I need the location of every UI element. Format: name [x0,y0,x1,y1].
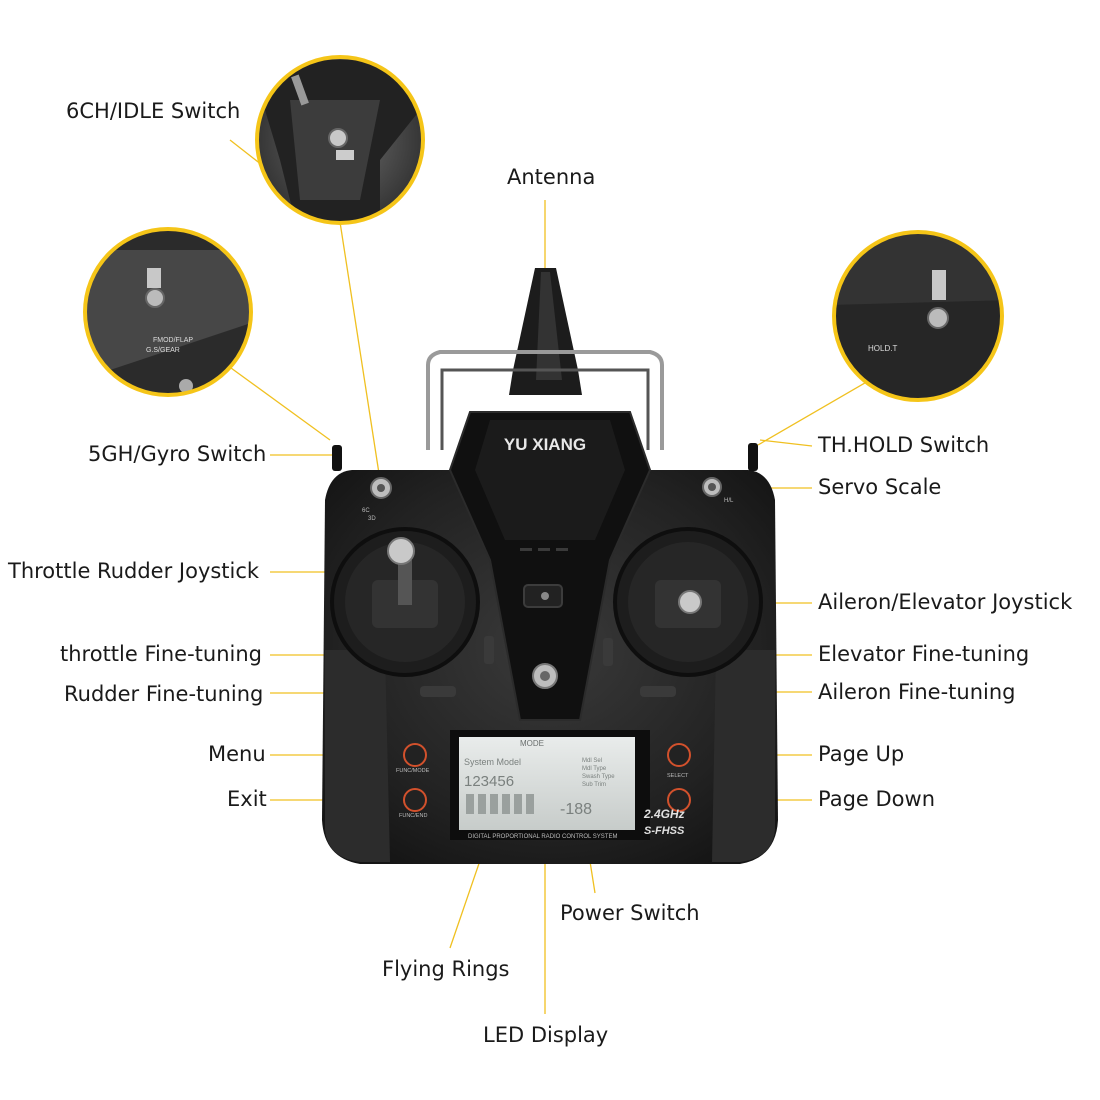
label-led-display: LED Display [483,1023,609,1047]
page-up-button[interactable]: SELECT [667,743,691,779]
zoom-gyro: FMOD/FLAP G.S/GEAR [83,227,253,397]
menu-button[interactable]: FUNC/MODE [396,743,430,774]
label-rudder-fine-tuning: Rudder Fine-tuning [64,682,264,706]
lcd-line-1: Mdl Sel [582,758,602,764]
label-aileron-elevator-joystick: Aileron/Elevator Joystick [818,590,1073,614]
label-6c: 6C [362,508,370,514]
label-exit: Exit [227,787,267,811]
label-flying-rings: Flying Rings [382,957,510,981]
label-menu: Menu [208,742,266,766]
aileron-trim[interactable] [640,686,676,697]
label-page-up: Page Up [818,742,905,766]
lcd-bars [466,794,534,814]
zoom-th-hold: HOLD.T [832,230,1004,402]
label-power-switch: Power Switch [560,901,700,925]
zoom-six-ch-idle [255,55,425,225]
flying-ring [532,663,558,689]
led-display: MODE System Model 123456 -188 Mdl Sel Md… [450,730,685,840]
label-page-down: Page Down [818,787,936,811]
lcd-system-model: System Model [464,757,521,767]
lcd-line-3: Swash Type [582,774,615,780]
label-gyro-switch: 5GH/Gyro Switch [88,442,267,466]
label-servo-scale: Servo Scale [818,475,942,499]
carry-handle [426,350,664,450]
throttle-rudder-joystick[interactable] [330,527,480,677]
system-caption: DIGITAL PROPORTIONAL RADIO CONTROL SYSTE… [468,834,617,840]
label-hold-t: HOLD.T [868,344,897,353]
lcd-big-number: -188 [560,801,592,818]
label-six-ch-idle-switch: 6CH/IDLE Switch [66,99,241,123]
power-switch[interactable] [523,584,563,608]
antenna [509,268,582,395]
protocol-label: S-FHSS [644,825,685,837]
label-3d: 3D [368,516,376,522]
lcd-line-4: Sub Trim [582,782,606,788]
label-throttle-fine-tuning: throttle Fine-tuning [60,642,262,666]
aileron-elevator-joystick[interactable] [613,527,763,677]
throttle-trim[interactable] [484,636,494,664]
label-throttle-rudder-joystick: Throttle Rudder Joystick [8,559,260,583]
elevator-trim[interactable] [603,638,613,666]
six-ch-idle-switch[interactable]: 6C 3D [362,477,392,522]
th-hold-switch[interactable] [748,443,758,471]
lcd-mode: MODE [520,739,544,748]
exit-button[interactable]: FUNC/END [399,788,427,819]
servo-scale-switch[interactable]: H/L [702,477,734,504]
label-gs-gear: G.S/GEAR [146,347,180,354]
label-aileron-fine-tuning: Aileron Fine-tuning [818,680,1016,704]
label-th-hold-switch: TH.HOLD Switch [818,433,990,457]
label-func-mode: FUNC/MODE [396,768,430,774]
label-func-end: FUNC/END [399,813,427,819]
label-select: SELECT [667,773,689,779]
brand-logo: YU XIANG [504,435,586,454]
lcd-line-2: Mdl Type [582,766,607,772]
label-elevator-fine-tuning: Elevator Fine-tuning [818,642,1030,666]
label-fmod-flap: FMOD/FLAP [153,337,193,344]
rudder-trim[interactable] [420,686,456,697]
lcd-menu-lines: Mdl Sel Mdl Type Swash Type Sub Trim [582,758,615,788]
label-antenna: Antenna [507,165,596,189]
band-label: 2.4GHz [643,807,685,821]
gyro-switch[interactable] [332,445,342,471]
lcd-digits: 123456 [464,773,514,790]
label-hl: H/L [724,498,734,504]
page-down-button[interactable] [667,788,691,812]
